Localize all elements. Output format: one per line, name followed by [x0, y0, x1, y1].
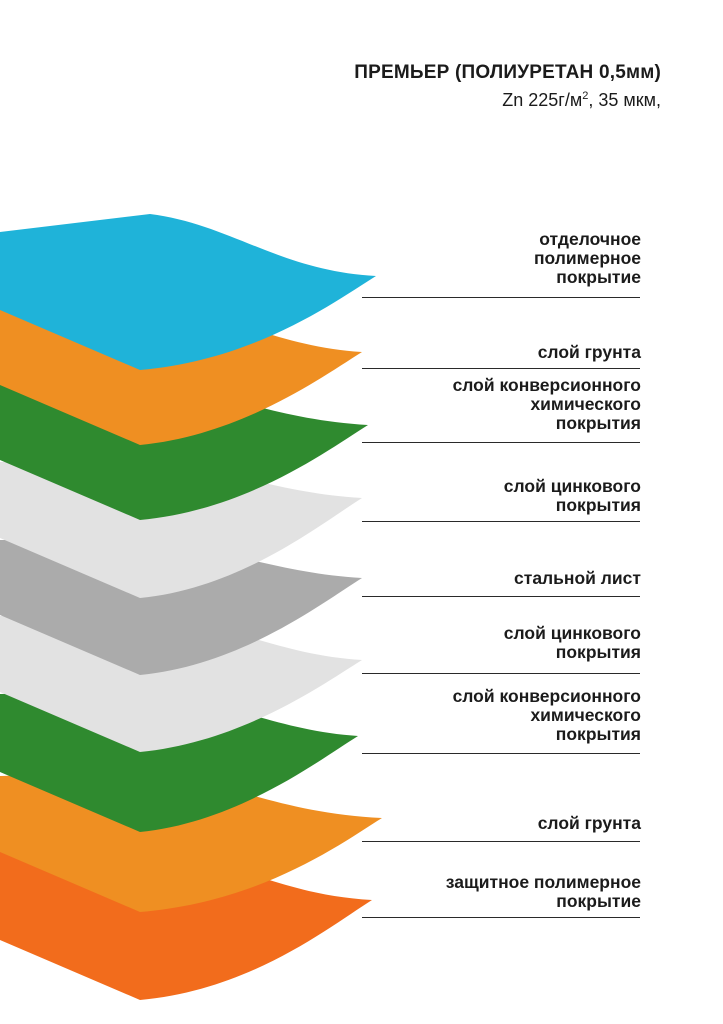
subtitle-superscript: 2 — [582, 90, 589, 102]
layer-sheets — [0, 214, 382, 1000]
layer-label-protective: защитное полимерное покрытие — [445, 872, 641, 911]
leader-line — [362, 841, 640, 843]
leader-line — [362, 442, 640, 444]
layer-label-topcoat: отделочное полимерное покрытие — [533, 229, 641, 287]
leader-line — [362, 297, 640, 299]
sheet-topcoat — [0, 214, 376, 370]
subtitle-prefix: Zn 225г/м — [502, 90, 583, 110]
layer-label-conversion: слой конверсионного химического покрытия — [452, 686, 641, 744]
leader-line — [362, 673, 640, 675]
leader-line — [362, 521, 640, 523]
page-subtitle: Zn 225г/м2, 35 мкм, — [502, 90, 661, 111]
layer-label-primer: слой грунта — [537, 342, 641, 362]
layer-label-conversion: слой конверсионного химического покрытия — [452, 375, 641, 433]
layer-label-zinc: слой цинкового покрытия — [503, 476, 641, 515]
layer-label-steel: стальной лист — [514, 568, 641, 588]
subtitle-suffix: , 35 мкм, — [588, 90, 661, 110]
leader-line — [362, 368, 640, 370]
page-title: ПРЕМЬЕР (ПОЛИУРЕТАН 0,5мм) — [354, 62, 661, 83]
layer-label-zinc: слой цинкового покрытия — [503, 623, 641, 662]
leader-line — [362, 917, 640, 919]
layer-label-primer: слой грунта — [537, 813, 641, 833]
leader-line — [362, 596, 640, 598]
leader-line — [362, 753, 640, 755]
